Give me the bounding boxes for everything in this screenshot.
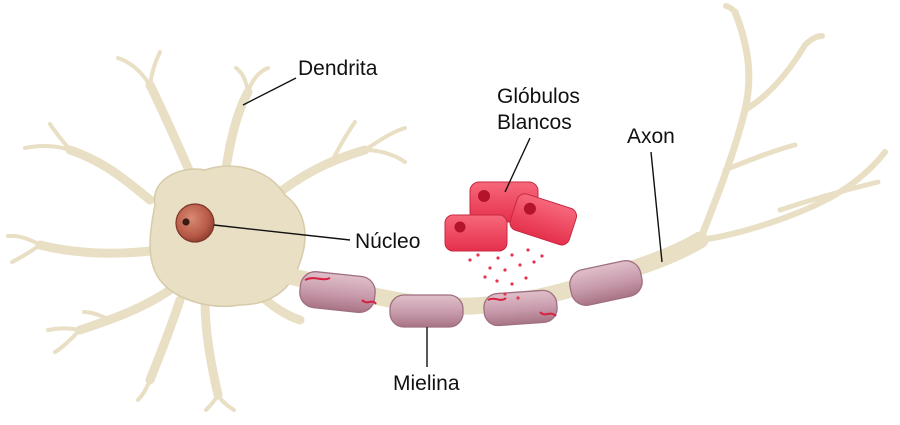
myelin-segment-3 <box>483 289 558 327</box>
label-white-cells-line2: Blancos <box>497 111 572 134</box>
label-nucleus: Núcleo <box>355 230 420 253</box>
label-dendrite: Dendrita <box>298 57 378 80</box>
nucleus <box>175 203 215 243</box>
myelin-segment-4 <box>569 260 643 306</box>
white-cells-pointer <box>504 137 531 193</box>
cell-body <box>149 165 306 307</box>
myelin-segment-1 <box>299 271 376 314</box>
dendrite-pointer <box>242 77 297 106</box>
nucleus-pointer <box>213 224 351 241</box>
label-myelin: Mielina <box>393 372 460 395</box>
cell-dots <box>468 248 544 300</box>
myelin-sheaths <box>299 260 643 328</box>
dendrites <box>6 50 407 412</box>
myelin-damage-1 <box>304 277 331 281</box>
axon <box>276 3 888 315</box>
white-blood-cells <box>444 181 578 300</box>
leader-lines <box>213 77 663 367</box>
label-axon: Axon <box>627 125 675 148</box>
cell-3 <box>509 193 578 246</box>
myelin-damage-4 <box>539 311 557 317</box>
cell-2 <box>444 214 508 252</box>
label-white-cells-line1: Glóbulos <box>497 85 580 108</box>
axon-pointer <box>650 151 663 263</box>
myelin-damage-2 <box>361 299 377 305</box>
myelin-damage-3 <box>487 297 507 301</box>
myelin-segment-2 <box>389 294 464 328</box>
